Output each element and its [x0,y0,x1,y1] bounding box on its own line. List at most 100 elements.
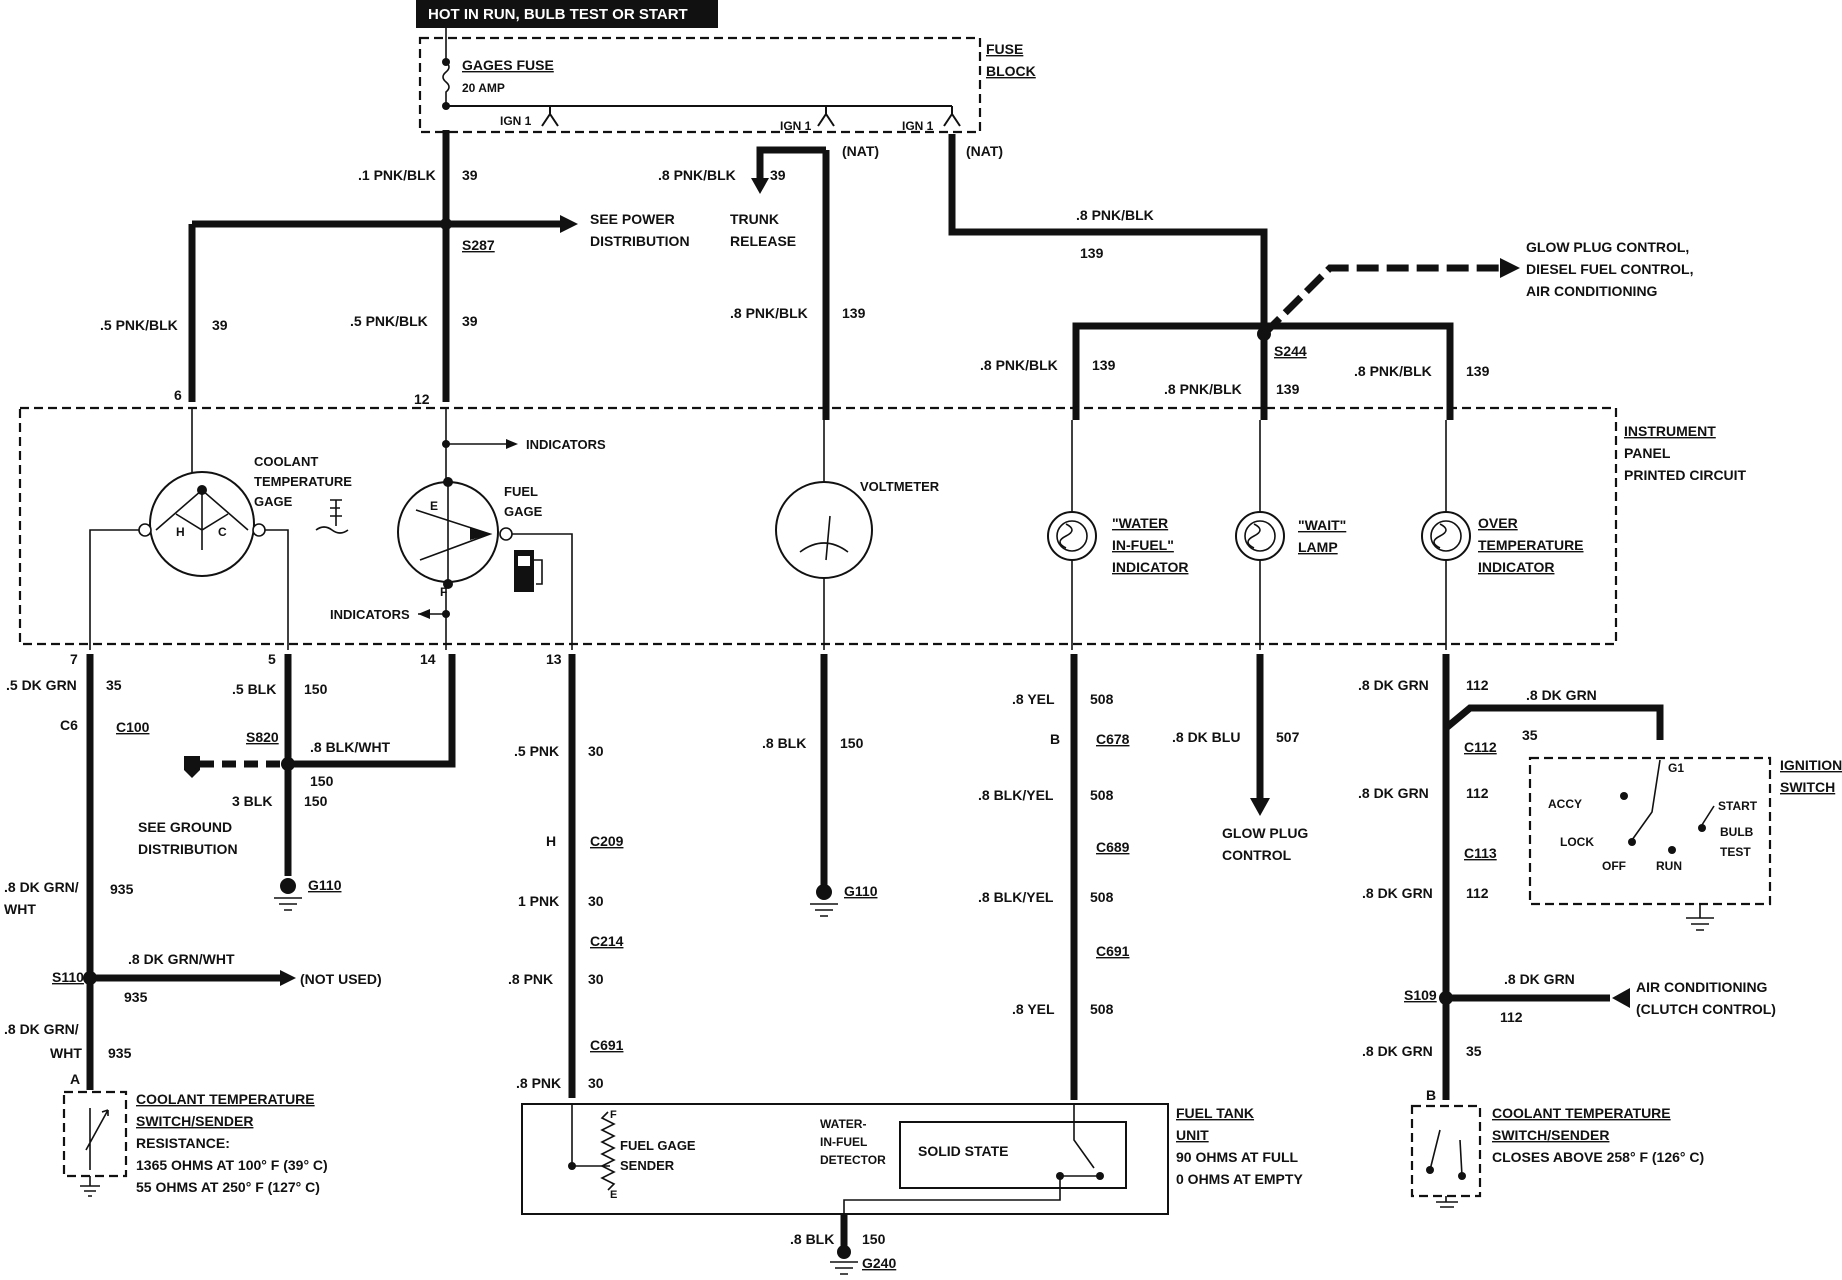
wire-label-w10: .5 DK GRN [6,677,77,693]
sender1-label-5: 55 OHMS AT 250° F (127° C) [136,1179,320,1195]
wire-label-w29: .8 DK GRN [1362,1043,1433,1059]
ref-glow-plug-1: GLOW PLUG [1222,825,1308,841]
wire-label-w32a: .8 DK GRN/ [4,1021,79,1037]
ignition-start: START [1718,799,1758,813]
tank-label-1: FUEL TANK [1176,1105,1254,1121]
wire-label-w20: .8 BLK/YEL [978,787,1054,803]
wire-num-w9: 139 [1466,363,1490,379]
wire-label-w19: .8 YEL [1012,691,1055,707]
wire-trunk-release [756,146,826,178]
coolant-gage-label-2: TEMPERATURE [254,474,352,489]
ign-label-a: IGN 1 [500,114,532,128]
panel-label-3: PRINTED CIRCUIT [1624,467,1747,483]
ground-label-g110b: G110 [844,883,878,899]
wire-label-w27: .8 DK GRN [1362,885,1433,901]
pin-7: 7 [70,651,78,667]
sender1-label-1: COOLANT TEMPERATURE [136,1091,315,1107]
connector-c691b: C691 [590,1037,624,1053]
ref-trunk-2: RELEASE [730,233,796,249]
wire-label-w22: .8 YEL [1012,1001,1055,1017]
ground-g240 [837,1245,851,1259]
wait-lamp [1235,420,1285,650]
wire-label-w21: .8 BLK/YEL [978,889,1054,905]
wire-num-w31: 935 [124,989,148,1005]
wire-label-w28: .8 DK GRN [1504,971,1575,987]
connector-c100: C100 [116,719,150,735]
ref-power-1: SEE POWER [590,211,675,227]
wire-label-w5: .8 PNK/BLK [730,305,808,321]
nat-label-2: (NAT) [966,143,1003,159]
tank-sender-1: FUEL GAGE [620,1138,696,1153]
gages-fuse-symbol [442,28,450,106]
fuel-gage-label-2: GAGE [504,504,543,519]
coolant-sender-box-1 [62,1090,128,1178]
connector-c209: C209 [590,833,624,849]
overtemp-label-1: OVER [1478,515,1518,531]
pin-12: 12 [414,391,430,407]
wire-num-w28: 112 [1500,1009,1523,1025]
gage-e: E [430,499,438,513]
ground-g110b [816,884,832,900]
wire-label-w16: .8 PNK [508,971,553,987]
tank-wif-2: IN-FUEL [820,1135,867,1149]
voltmeter-label: VOLTMETER [860,479,940,494]
tank-label-4: 0 OHMS AT EMPTY [1176,1171,1303,1187]
splice-s287 [440,218,452,230]
gage-h: H [176,525,185,539]
wire-num-w16: 30 [588,971,604,987]
wire-num-w7: 139 [1092,357,1116,373]
ignition-run: RUN [1656,859,1682,873]
gage-f: F [440,585,447,599]
connector-c689: C689 [1096,839,1130,855]
coolant-gage-label-3: GAGE [254,494,293,509]
ignition-bulb: BULB [1720,825,1754,839]
ref-not-used: (NOT USED) [300,971,382,987]
fuse-block-label-2: BLOCK [986,63,1036,79]
wire-label-w15: 1 PNK [518,893,559,909]
wire-label-w14: .5 PNK [514,743,559,759]
wire-num-w2: 39 [770,167,786,183]
pin-c6: C6 [60,717,78,733]
wire-num-w14: 30 [588,743,604,759]
ign-label-b: IGN 1 [780,119,812,133]
wire-num-w21: 508 [1090,889,1114,905]
solid-state-box [899,1121,1127,1189]
ignition-g1: G1 [1668,761,1684,775]
wire-num-w24: 112 [1466,677,1489,693]
ref-ground-1: SEE GROUND [138,819,232,835]
wire-num-w20: 508 [1090,787,1114,803]
ignition-accy: ACCY [1548,797,1582,811]
ign-label-c: IGN 1 [902,119,934,133]
ignition-label-2: SWITCH [1780,779,1835,795]
wire-label-w6: .8 PNK/BLK [1076,207,1154,223]
ground-label-g110a: G110 [308,877,342,893]
wire-label-w1: .1 PNK/BLK [358,167,436,183]
splice-label-s244: S244 [1274,343,1307,359]
fuel-gage-sender-resistor [600,1111,616,1191]
fuse-name: GAGES FUSE [462,57,554,73]
water-in-fuel-lamp [1047,420,1097,650]
tank-label-2: UNIT [1176,1127,1209,1143]
sender1-label-4: 1365 OHMS AT 100° F (39° C) [136,1157,328,1173]
wire-num-w19: 508 [1090,691,1114,707]
wire-label-w4: .5 PNK/BLK [350,313,428,329]
temperature-icon [315,499,349,534]
wire-label-w11: .5 BLK [232,681,276,697]
gage-c: C [218,525,227,539]
wire-num-w13: 150 [304,793,328,809]
wire-num-w23: 507 [1276,729,1300,745]
wire-label-w30b: WHT [4,901,36,917]
wire-num-w25: 35 [1522,727,1538,743]
wire-label-w33: .8 BLK [790,1231,834,1247]
ref-ac-2: (CLUTCH CONTROL) [1636,1001,1776,1017]
wire-num-w15: 30 [588,893,604,909]
wire-label-w25: .8 DK GRN [1526,687,1597,703]
wire-num-w27: 112 [1466,885,1489,901]
ground-g110a [280,878,296,894]
ref-glow-ctrl-2: DIESEL FUEL CONTROL, [1526,261,1694,277]
ignition-off: OFF [1602,859,1626,873]
wire-num-w32: 935 [108,1045,132,1061]
wire-label-w23: .8 DK BLU [1172,729,1240,745]
wire-num-w1: 39 [462,167,478,183]
